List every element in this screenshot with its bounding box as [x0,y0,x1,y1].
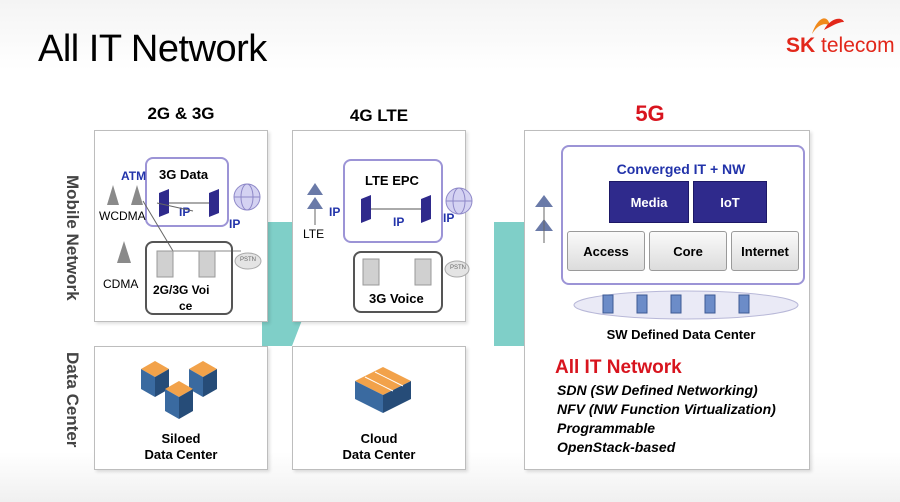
voice-label-line1: 2G/3G Voi [153,283,210,297]
siloed-label-line1: Siloed [161,431,201,446]
bullet-nfv: NFV (NW Function Virtualization) [557,401,776,417]
column-heading-2g-3g: 2G & 3G [147,104,215,123]
sw-defined-dc-cloud-icon [573,290,799,320]
pstn-cloud-icon [234,252,262,270]
voice-switch-pair-icon [362,258,432,286]
5g-bullet-list: SDN (SW Defined Networking) NFV (NW Func… [557,381,776,457]
siloed-servers-icon [141,361,217,419]
logo-sk: SK [786,34,816,57]
cell-tower-icon [117,241,131,263]
internet-globe-icon [445,187,473,215]
bullet-programmable: Programmable [557,420,656,436]
voice-label-line2: ce [179,299,193,313]
pstn-cloud-icon [444,260,470,278]
core-block: Core [649,231,727,271]
pstn-label: PSTN [450,265,467,271]
logo-telecom: telecom [821,34,895,57]
lte-epc-label: LTE EPC [365,173,419,188]
cloud-label-line2: Data Center [342,447,416,462]
voice-switch-pair-icon [156,250,216,278]
lte-antenna-icon [307,183,323,225]
column-heading-4g-lte: 4G LTE [349,106,409,125]
bullet-sdn: SDN (SW Defined Networking) [557,382,758,398]
3g-data-box [145,157,229,227]
cdma-label: CDMA [103,277,139,291]
converged-box [561,145,805,285]
lte-epc-box [343,159,443,243]
internet-globe-icon [233,183,261,211]
internet-block: Internet [731,231,799,271]
lte-label: LTE [303,227,325,241]
row-label-data-center: Data Center [63,352,82,448]
panel-5g: Converged IT + NW Media IoT Access Core … [524,130,810,470]
sddc-label: SW Defined Data Center [606,327,756,342]
voice-box-2g-3g [145,241,233,315]
ip-label-a: IP [329,205,341,219]
siloed-label-line2: Data Center [144,447,218,462]
panel-4g-lte-mobile: LTE EPC IP IP IP LTE PSTN 3G Voice [292,130,473,322]
atm-label: ATM [121,169,147,183]
all-it-network-heading: All IT Network [555,357,682,378]
panel-2g-3g-mobile: 3G Data IP IP ATM WCDMA CDMA PSTN 2G/3G … [94,130,268,322]
panel-cloud-data-center: Cloud Data Center [292,346,466,470]
pstn-label: PSTN [240,257,257,263]
panel-siloed-data-center: Siloed Data Center [94,346,268,470]
wcdma-label: WCDMA [99,209,146,223]
iot-block: IoT [693,181,767,223]
3g-data-label: 3G Data [159,167,209,182]
voice-box-3g [353,251,443,313]
bullet-openstack: OpenStack-based [557,439,676,455]
ip-label-a: IP [179,205,191,219]
butterfly-logo-icon [812,18,844,34]
converged-label: Converged IT + NW [616,161,746,177]
sk-telecom-logo: SK telecom [786,12,895,62]
page-title: All IT Network [38,28,267,70]
row-label-mobile-network: Mobile Network [63,175,82,301]
router-pair-icon [361,195,431,223]
media-block: Media [609,181,689,223]
cell-tower-icon [131,185,143,205]
column-heading-5g: 5G [635,101,665,126]
access-block: Access [567,231,645,271]
cell-tower-icon [107,185,119,205]
ip-label-c: IP [443,211,455,225]
cloud-label-line1: Cloud [360,431,398,446]
cloud-servers-icon [355,367,411,413]
voice-label: 3G Voice [369,291,424,306]
ip-label-b: IP [229,217,241,231]
ip-label-b: IP [393,215,405,229]
router-pair-icon [159,189,219,217]
5g-antenna-icon [535,195,553,243]
